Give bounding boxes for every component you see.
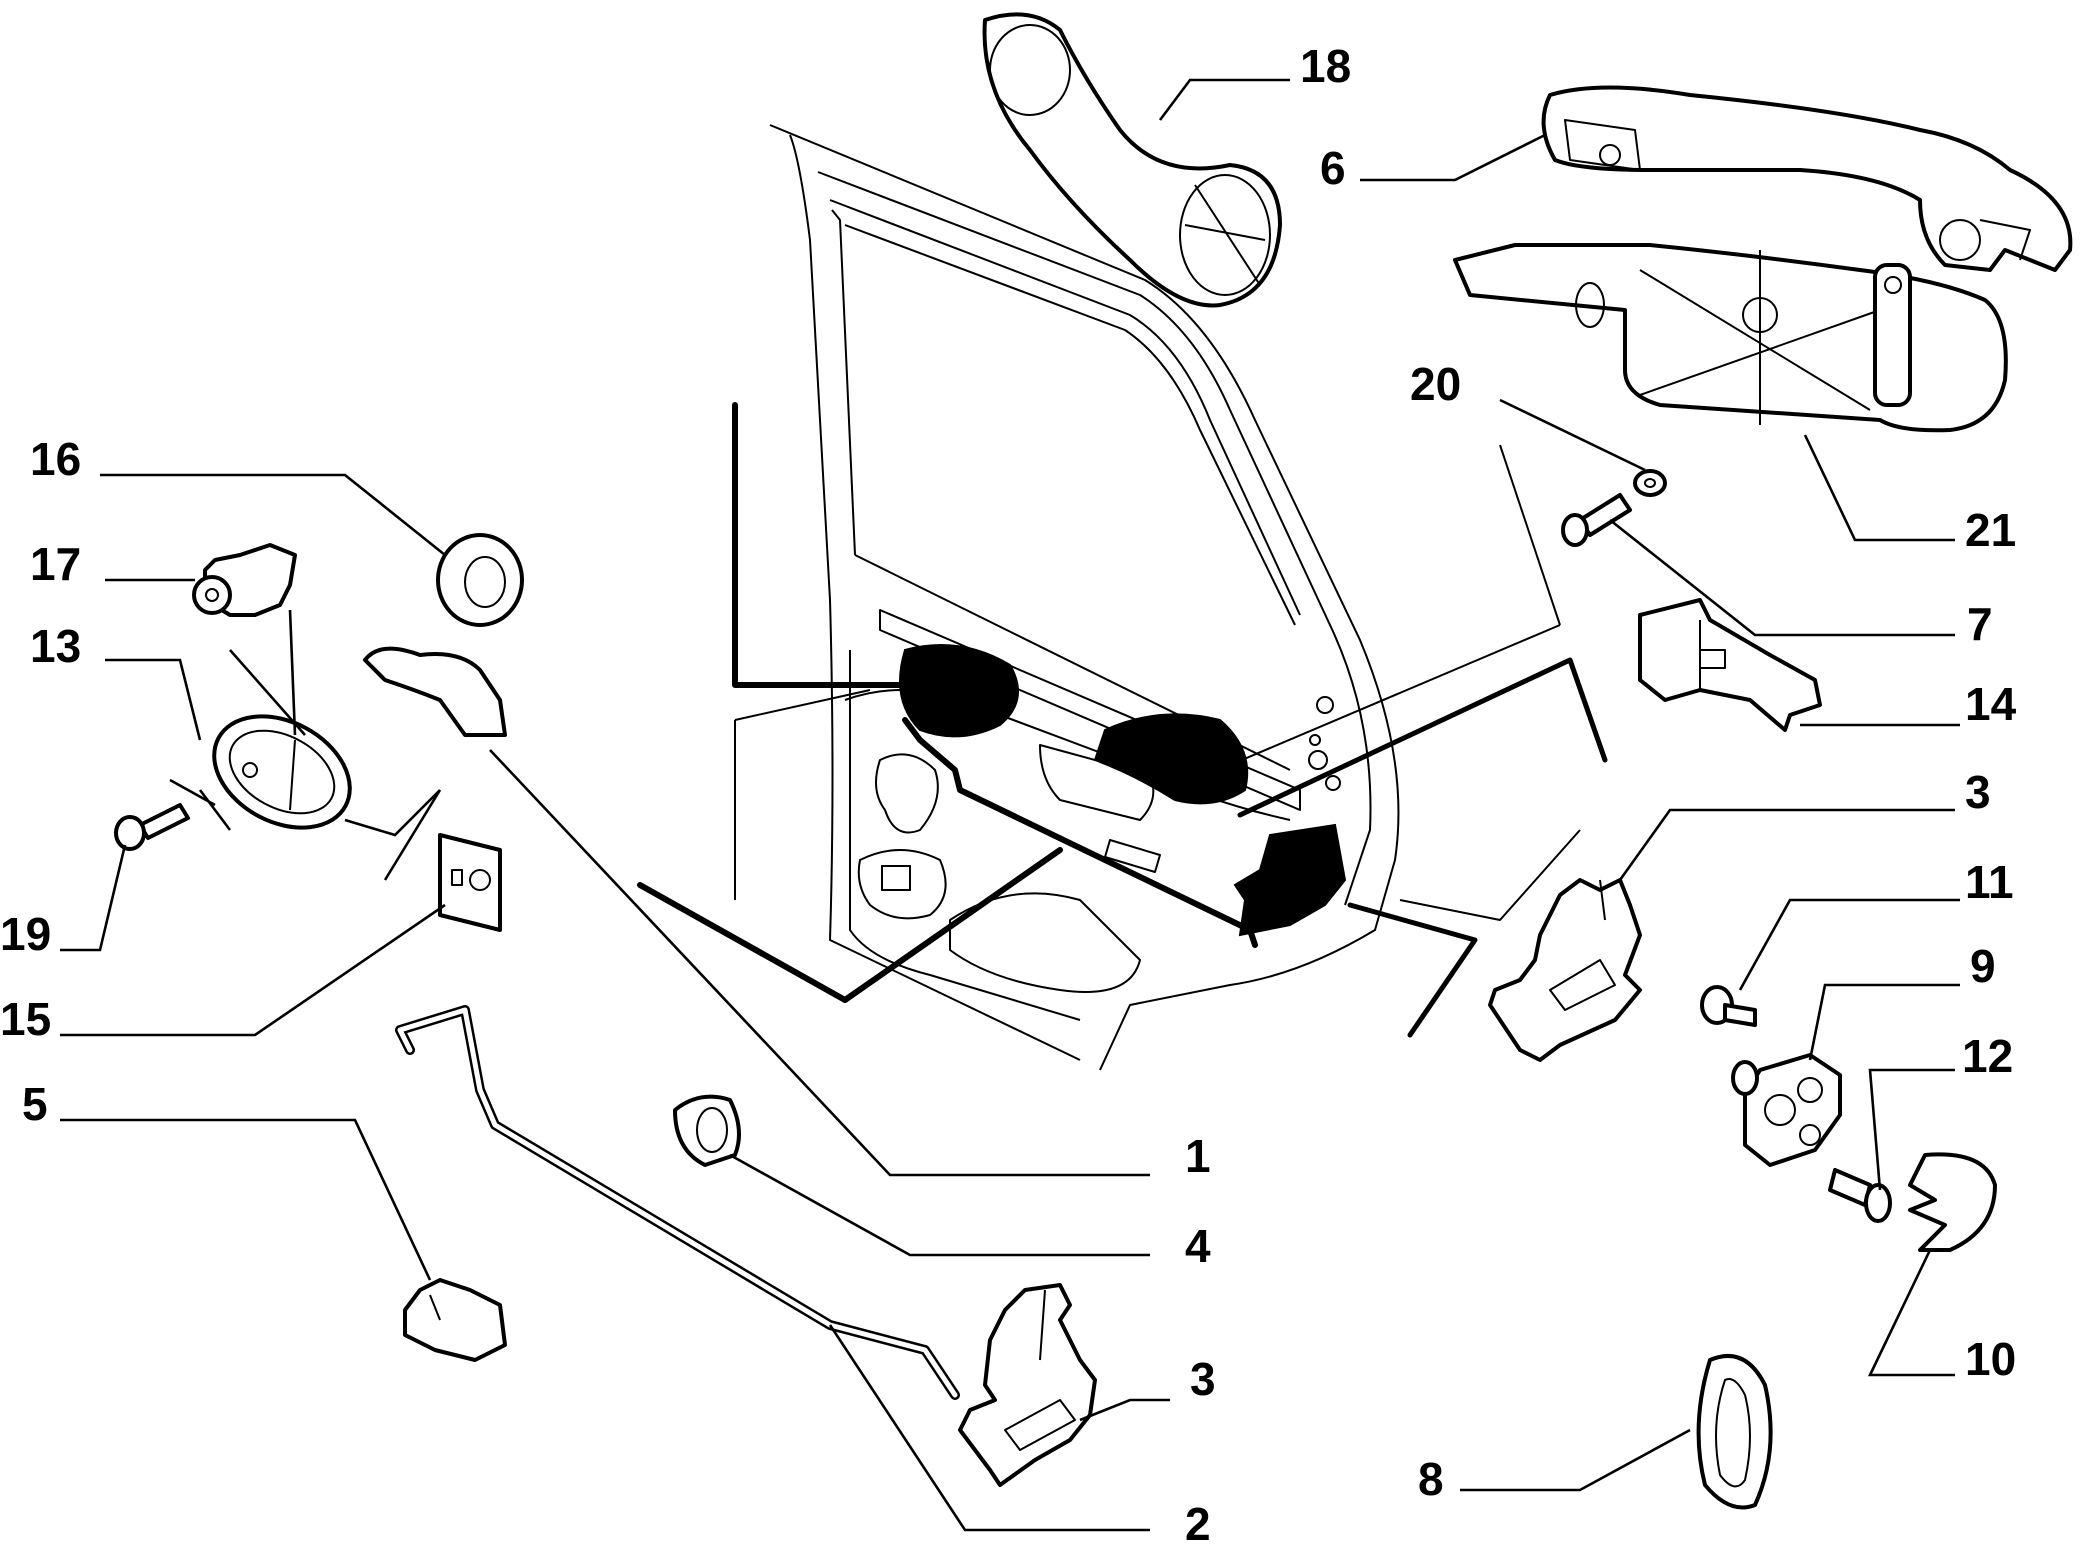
leader-13 bbox=[105, 658, 202, 741]
leader-11 bbox=[1738, 898, 1960, 991]
leader-lines bbox=[60, 78, 1960, 1532]
leader-3b bbox=[1079, 1398, 1170, 1422]
part-7-bolt bbox=[1561, 493, 1632, 547]
label-7: 7 bbox=[1967, 598, 1993, 650]
part-21-handle-bracket bbox=[1453, 243, 2008, 433]
part-1-inner-handle bbox=[363, 646, 507, 737]
label-2: 2 bbox=[1185, 1498, 1211, 1544]
leader-8 bbox=[1460, 1428, 1691, 1492]
label-3-lower: 3 bbox=[1190, 1353, 1216, 1405]
part-11-bolt bbox=[1700, 985, 1757, 1027]
label-12: 12 bbox=[1962, 1030, 2013, 1082]
part-2-rod bbox=[395, 1005, 960, 1400]
part-3-door-lock-lower bbox=[958, 1283, 1097, 1487]
part-5-clip bbox=[403, 1278, 507, 1362]
leader-5 bbox=[60, 1118, 432, 1281]
part-9-lock-plate bbox=[1731, 1053, 1842, 1167]
label-5: 5 bbox=[22, 1078, 48, 1130]
label-11: 11 bbox=[1965, 856, 2014, 908]
part-19-screw bbox=[114, 803, 190, 851]
leader-10 bbox=[1867, 1249, 1955, 1377]
label-17: 17 bbox=[30, 538, 81, 590]
leader-4 bbox=[729, 1153, 1150, 1257]
part-number-labels: 18 6 20 21 7 14 3 11 9 12 10 8 16 17 13 … bbox=[0, 40, 2017, 1544]
leader-6 bbox=[1360, 133, 1546, 182]
part-10-cover-plate bbox=[1908, 1152, 1997, 1252]
label-20: 20 bbox=[1410, 358, 1461, 410]
part-12-screw bbox=[1828, 1168, 1892, 1223]
part-4-bush bbox=[673, 1094, 741, 1167]
label-18: 18 bbox=[1300, 40, 1351, 92]
part-20-washer bbox=[1633, 469, 1667, 497]
part-18-inner-handle-bezel bbox=[982, 12, 1282, 308]
label-16: 16 bbox=[30, 433, 81, 485]
leader-18 bbox=[1158, 78, 1290, 121]
label-3-upper: 3 bbox=[1965, 766, 1991, 818]
leader-7 bbox=[1609, 518, 1955, 637]
label-21: 21 bbox=[1965, 504, 2016, 556]
label-10: 10 bbox=[1965, 1333, 2016, 1385]
part-6-outer-handle bbox=[1541, 85, 2073, 272]
label-4: 4 bbox=[1185, 1220, 1211, 1272]
label-9: 9 bbox=[1970, 940, 1996, 992]
leader-15 bbox=[60, 903, 446, 1037]
label-6: 6 bbox=[1320, 142, 1346, 194]
label-1: 1 bbox=[1185, 1130, 1211, 1182]
leader-21 bbox=[1803, 434, 1955, 542]
part-13-handle-surround bbox=[212, 714, 352, 830]
label-8: 8 bbox=[1418, 1453, 1444, 1505]
leader-9 bbox=[1808, 983, 1960, 1061]
part-8-grommet bbox=[1696, 1354, 1773, 1510]
part-14-clip bbox=[1638, 598, 1822, 732]
part-16-seal bbox=[436, 533, 524, 627]
label-19: 19 bbox=[0, 908, 51, 960]
leader-12 bbox=[1868, 1068, 1955, 1191]
label-15: 15 bbox=[0, 993, 51, 1045]
leader-2 bbox=[828, 1324, 1150, 1532]
leader-19 bbox=[60, 844, 127, 952]
rear-door-panel bbox=[637, 124, 1608, 1071]
label-14: 14 bbox=[1965, 678, 2017, 730]
leader-16 bbox=[100, 473, 446, 557]
label-13: 13 bbox=[30, 620, 81, 672]
part-15-pad bbox=[438, 833, 502, 932]
leader-1 bbox=[489, 749, 1150, 1177]
leader-3a bbox=[1618, 808, 1955, 881]
part-17-clip bbox=[192, 543, 297, 617]
leader-20 bbox=[1499, 398, 1646, 472]
